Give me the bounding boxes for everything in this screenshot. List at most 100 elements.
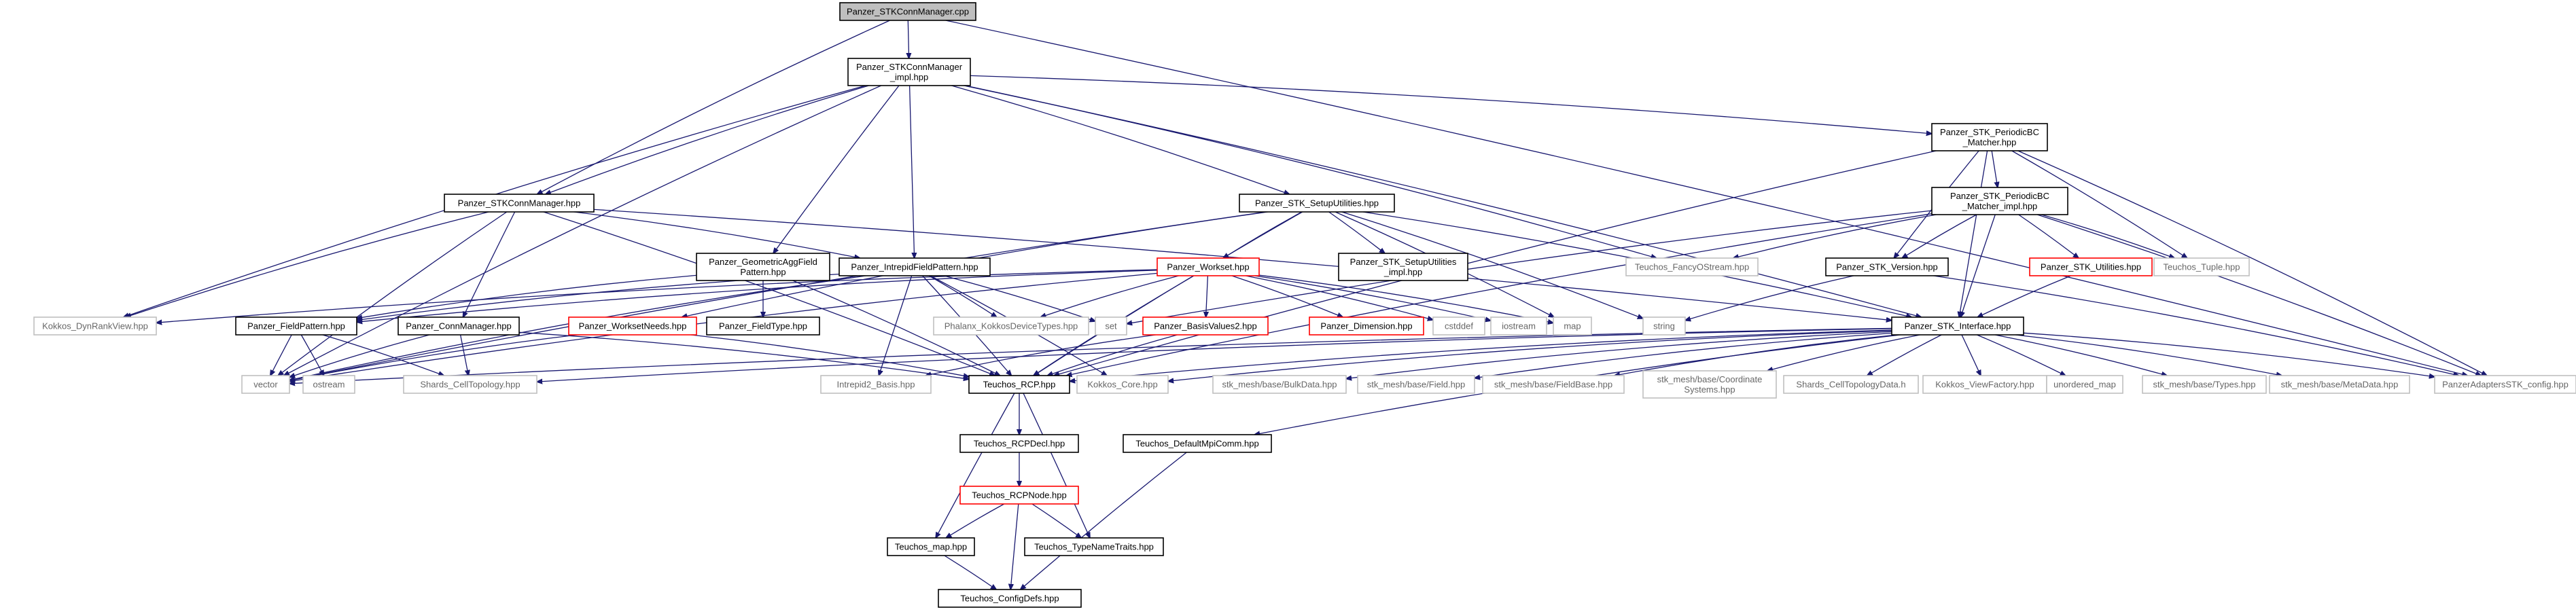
node-mpicomm[interactable]: Teuchos_DefaultMpiComm.hpp — [1123, 434, 1272, 453]
node-box — [1095, 316, 1127, 336]
node-iostream[interactable]: iostream — [1490, 316, 1547, 336]
node-fieldtype[interactable]: Panzer_FieldType.hpp — [706, 316, 820, 336]
node-viewfactory[interactable]: Kokkos_ViewFactory.hpp — [1922, 375, 2047, 394]
edge-rcpnode-to-configdefs — [1010, 503, 1019, 590]
node-label: Panzer_STKConnManager.cpp — [847, 7, 969, 17]
node-version[interactable]: Panzer_STK_Version.hpp — [1825, 257, 1949, 276]
edge-interface-to-kokkos_core — [1168, 330, 1892, 382]
node-connmgr_stk[interactable]: Panzer_STKConnManager.hpp — [444, 194, 595, 213]
node-label: _Matcher_impl.hpp — [1962, 201, 2038, 211]
edge-setup-to-vector — [289, 211, 1266, 380]
node-connmgr[interactable]: Panzer_ConnManager.hpp — [398, 316, 520, 336]
edge-connmgr_stk-to-vector — [278, 211, 508, 376]
node-basisvalues[interactable]: Panzer_BasisValues2.hpp — [1142, 316, 1269, 336]
node-kokkos_core[interactable]: Kokkos_Core.hpp — [1076, 375, 1169, 394]
node-box — [1239, 194, 1395, 213]
node-label: set — [1105, 321, 1117, 331]
node-dimension[interactable]: Panzer_Dimension.hpp — [1309, 316, 1424, 336]
node-workset[interactable]: Panzer_Workset.hpp — [1157, 257, 1260, 276]
node-rcp[interactable]: Teuchos_RCP.hpp — [968, 375, 1070, 394]
node-label: Panzer_IntrepidFieldPattern.hpp — [851, 262, 978, 272]
edge-rcp-to-tmap — [936, 393, 1015, 538]
node-metadata[interactable]: stk_mesh/base/MetaData.hpp — [2269, 375, 2410, 394]
node-label: Panzer_Workset.hpp — [1167, 262, 1249, 272]
edge-setup-to-setup_impl — [1328, 211, 1385, 253]
edge-connmgr_stk-to-rcp — [543, 211, 995, 376]
edge-stk_util-to-interface — [1977, 275, 2071, 317]
node-types[interactable]: stk_mesh/base/Types.hpp — [2142, 375, 2267, 394]
node-cpp[interactable]: Panzer_STKConnManager.cpp — [839, 2, 976, 21]
edge-interface-to-rcp — [1070, 329, 1892, 381]
node-label: Teuchos_FancyOStream.hpp — [1635, 262, 1749, 272]
node-setup_impl[interactable]: Panzer_STK_SetupUtilities_impl.hpp — [1338, 253, 1468, 281]
node-vector[interactable]: vector — [241, 375, 290, 394]
node-configdefs[interactable]: Teuchos_ConfigDefs.hpp — [938, 589, 1082, 608]
edge-workset-to-phalanx — [1040, 275, 1179, 317]
node-box — [1642, 370, 1777, 399]
node-shards_ctd[interactable]: Shards_CellTopologyData.h — [1783, 375, 1919, 394]
node-label: Panzer_STKConnManager — [856, 62, 963, 72]
node-label: stk_mesh/base/Coordinate — [1657, 374, 1763, 384]
node-field[interactable]: stk_mesh/base/Field.hpp — [1357, 375, 1475, 394]
node-setup[interactable]: Panzer_STK_SetupUtilities.hpp — [1239, 194, 1395, 213]
node-intrepid_fp[interactable]: Panzer_IntrepidFieldPattern.hpp — [839, 257, 991, 276]
node-intrepid_basis[interactable]: Intrepid2_Basis.hpp — [820, 375, 932, 394]
node-box — [839, 2, 976, 21]
node-tmap[interactable]: Teuchos_map.hpp — [887, 537, 975, 556]
node-rcpdecl[interactable]: Teuchos_RCPDecl.hpp — [959, 434, 1079, 453]
node-fieldpattern[interactable]: Panzer_FieldPattern.hpp — [235, 316, 357, 336]
edge-periodic_impl-to-tuple — [2041, 214, 2174, 258]
node-periodic_impl[interactable]: Panzer_STK_PeriodicBC_Matcher_impl.hpp — [1931, 187, 2068, 215]
node-label: Pattern.hpp — [740, 267, 786, 277]
node-string[interactable]: string — [1642, 316, 1686, 336]
node-ostream[interactable]: ostream — [302, 375, 355, 394]
node-box — [241, 375, 290, 394]
node-label: _impl.hpp — [889, 72, 928, 82]
node-set[interactable]: set — [1095, 316, 1127, 336]
node-label: Systems.hpp — [1684, 384, 1735, 395]
node-shards_ct[interactable]: Shards_CellTopology.hpp — [403, 375, 537, 394]
node-unordered_map[interactable]: unordered_map — [2046, 375, 2123, 394]
node-bulkdata[interactable]: stk_mesh/base/BulkData.hpp — [1212, 375, 1347, 394]
node-box — [1625, 257, 1759, 276]
edge-interface-to-unordered_map — [1977, 334, 2065, 376]
node-fieldbase[interactable]: stk_mesh/base/FieldBase.hpp — [1482, 375, 1625, 394]
node-label: Kokkos_DynRankView.hpp — [42, 321, 148, 331]
node-label: vector — [253, 380, 278, 390]
node-worksetneeds[interactable]: Panzer_WorksetNeeds.hpp — [568, 316, 697, 336]
node-label: Teuchos_map.hpp — [895, 542, 967, 552]
edge-worksetneeds-to-rcp — [690, 334, 969, 377]
nodes-layer: Panzer_STKConnManager.cppPanzer_STKConnM… — [33, 2, 2576, 608]
node-map[interactable]: map — [1553, 316, 1592, 336]
node-label: Panzer_WorksetNeeds.hpp — [579, 321, 687, 331]
node-box — [2153, 257, 2250, 276]
edge-rcpnode-to-typenametraits — [1031, 503, 1081, 538]
node-adapters_config[interactable]: PanzerAdaptersSTK_config.hpp — [2434, 375, 2576, 394]
node-label: Panzer_GeometricAggField — [709, 257, 817, 267]
edge-tmap-to-configdefs — [944, 555, 996, 590]
node-label: Teuchos_TypeNameTraits.hpp — [1034, 542, 1154, 552]
node-rcpnode[interactable]: Teuchos_RCPNode.hpp — [959, 486, 1079, 505]
node-phalanx[interactable]: Phalanx_KokkosDeviceTypes.hpp — [933, 316, 1089, 336]
node-impl[interactable]: Panzer_STKConnManager_impl.hpp — [847, 58, 971, 86]
node-typenametraits[interactable]: Teuchos_TypeNameTraits.hpp — [1024, 537, 1164, 556]
edge-interface-to-shards_ctd — [1867, 334, 1942, 376]
node-box — [1922, 375, 2047, 394]
node-stk_util[interactable]: Panzer_STK_Utilities.hpp — [2029, 257, 2153, 276]
node-box — [696, 253, 830, 281]
edge-periodic-to-adapters_config — [2017, 150, 2487, 376]
node-interface[interactable]: Panzer_STK_Interface.hpp — [1891, 316, 2024, 336]
edge-worksetneeds-to-vector — [289, 334, 578, 380]
node-periodic[interactable]: Panzer_STK_PeriodicBC_Matcher.hpp — [1931, 123, 2048, 151]
node-label: Shards_CellTopology.hpp — [420, 380, 520, 390]
node-cstddef[interactable]: cstddef — [1432, 316, 1485, 336]
node-label: _impl.hpp — [1383, 267, 1422, 277]
node-fancy[interactable]: Teuchos_FancyOStream.hpp — [1625, 257, 1759, 276]
edge-impl-to-geomagg — [773, 85, 900, 253]
edge-periodic_impl-to-interface — [1960, 214, 1996, 317]
node-dynrank[interactable]: Kokkos_DynRankView.hpp — [33, 316, 157, 336]
node-tuple[interactable]: Teuchos_Tuple.hpp — [2153, 257, 2250, 276]
edge-workset-to-basisvalues — [1206, 275, 1208, 317]
